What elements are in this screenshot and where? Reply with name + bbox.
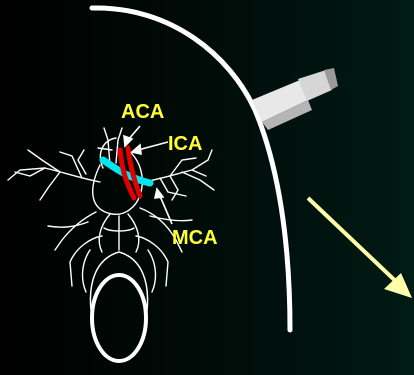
ultrasound-probe (252, 68, 338, 130)
aca-label: ACA (121, 101, 164, 123)
mca-label: MCA (172, 227, 218, 249)
pons-outline (90, 252, 147, 318)
insonation-direction-arrow (308, 198, 412, 298)
ica-label: ICA (168, 133, 202, 155)
brainstem-outline (92, 275, 146, 361)
